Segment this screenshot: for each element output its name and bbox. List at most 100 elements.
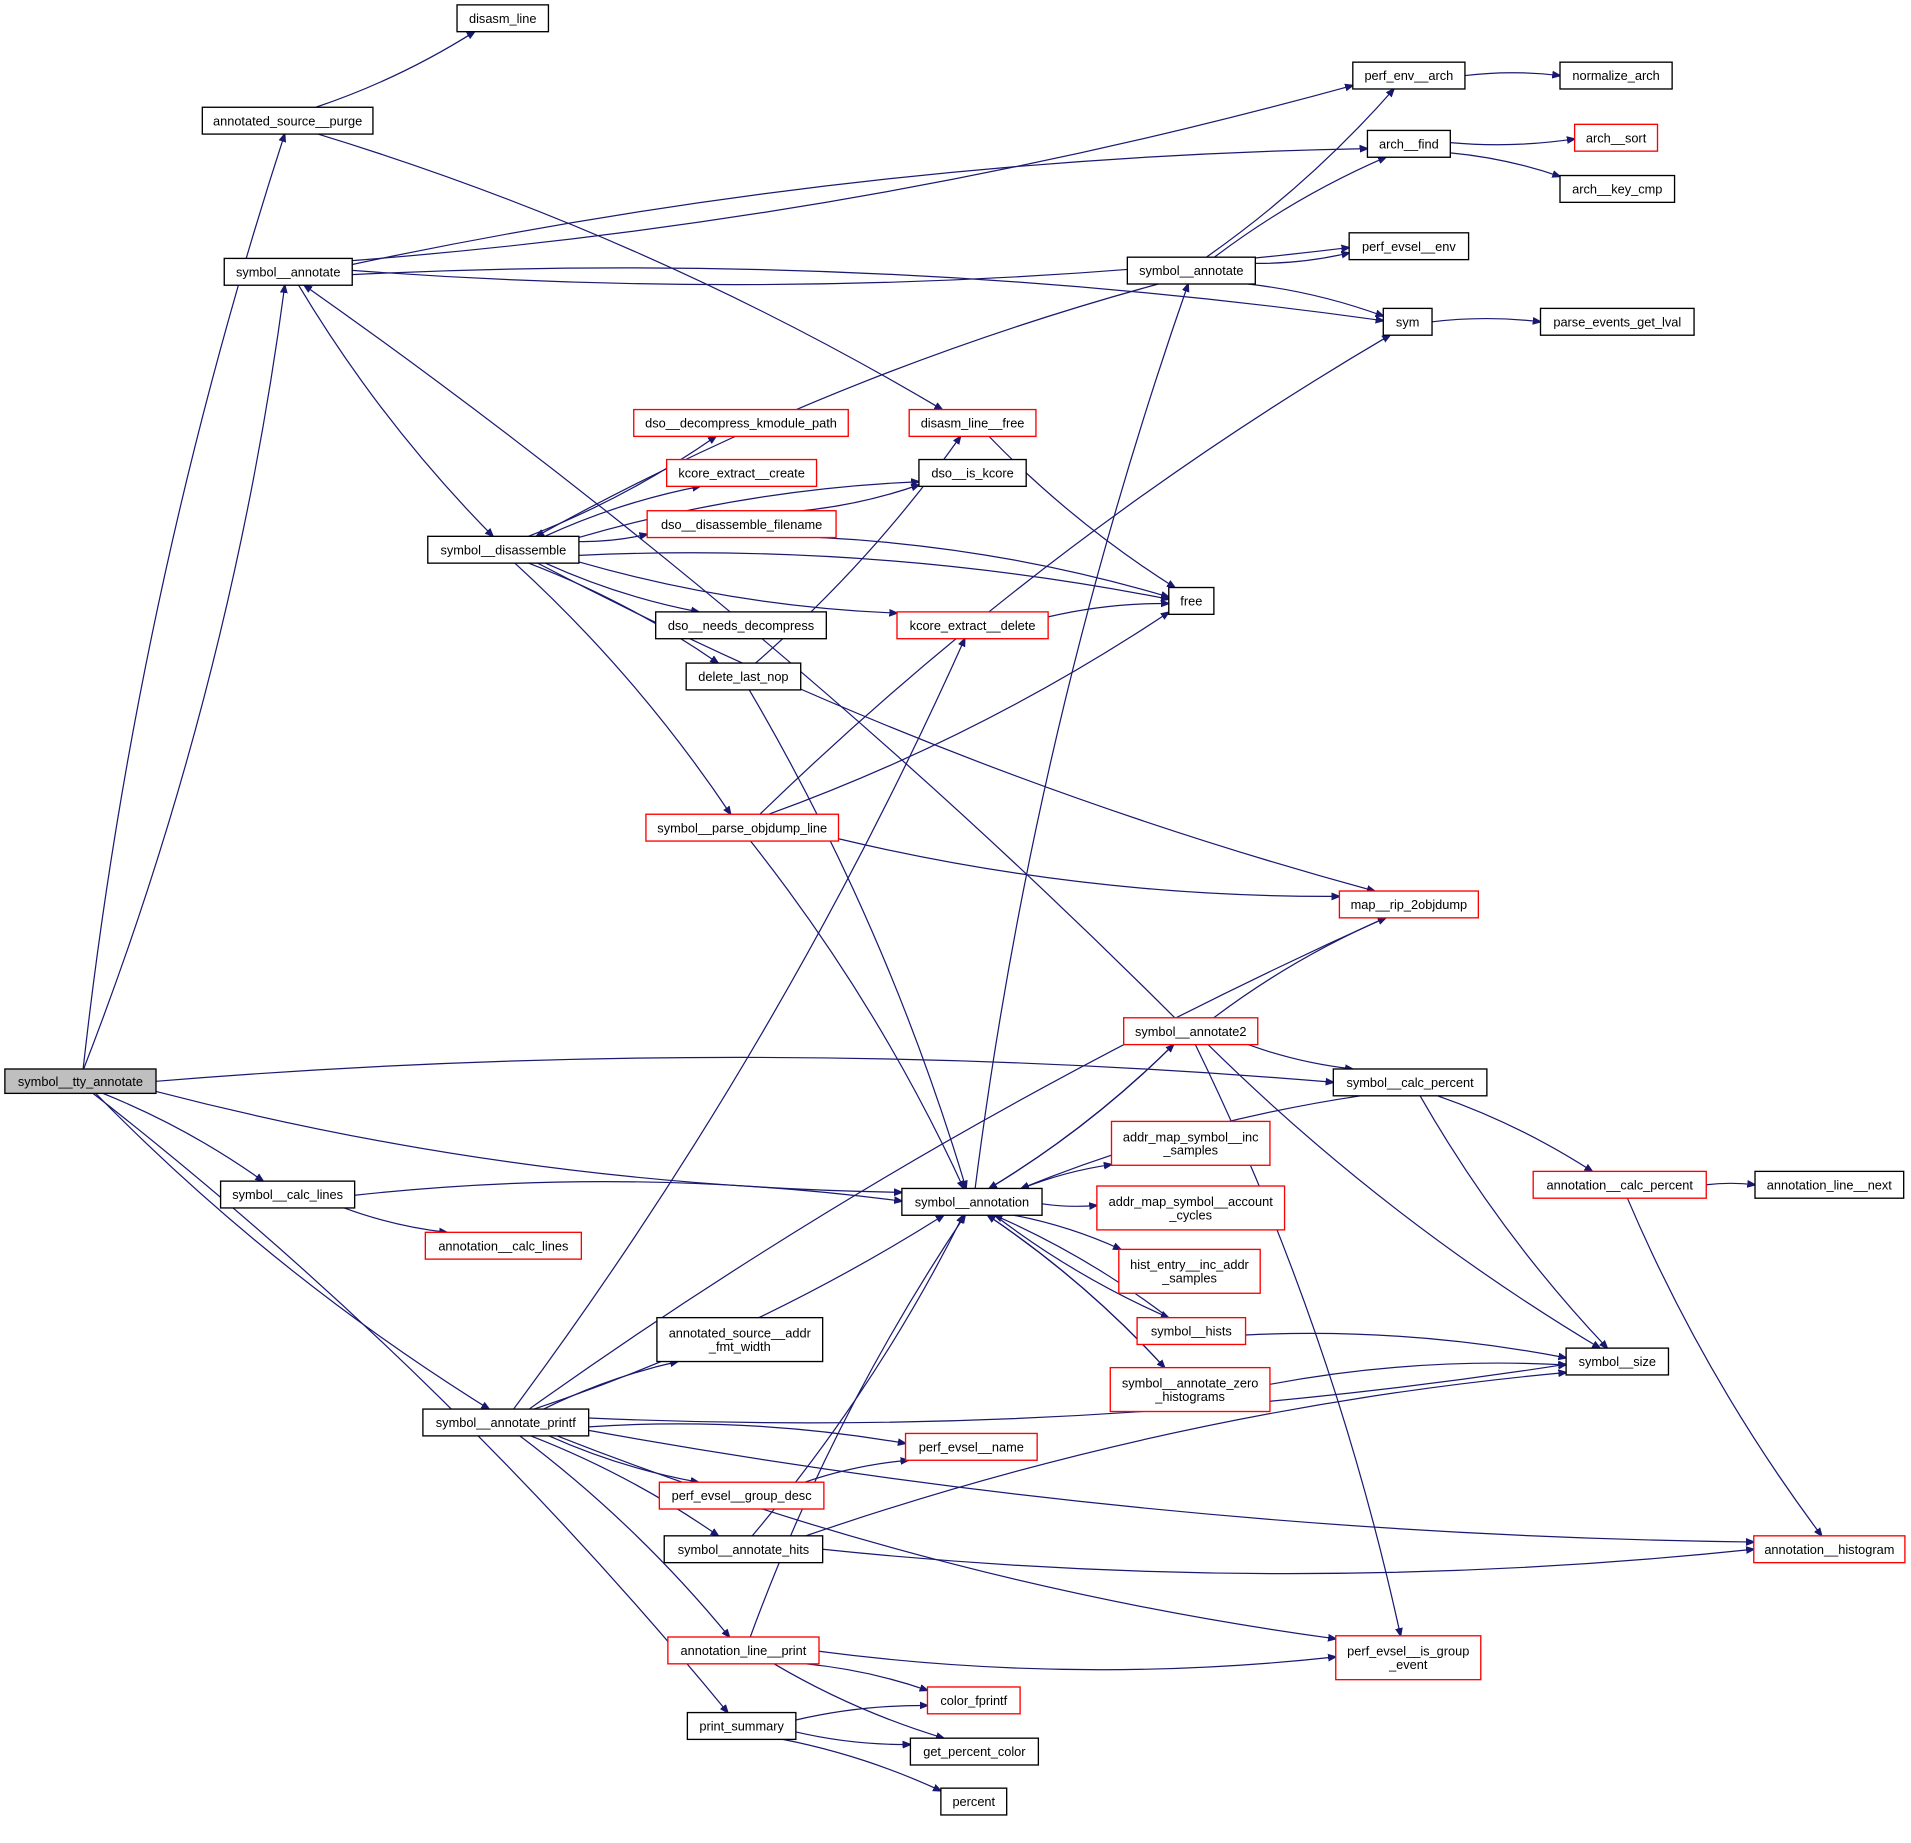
graph-node-print_summary[interactable]: print_summary	[686, 1711, 797, 1741]
graph-node-arch__find[interactable]: arch__find	[1366, 129, 1451, 158]
graph-node-free[interactable]: free	[1168, 586, 1215, 616]
call-edge-symbol__annotate-to-symbol__disassemble	[298, 284, 493, 536]
graph-node-perf_env__arch[interactable]: perf_env__arch	[1352, 61, 1466, 90]
node-label: arch__find	[1379, 136, 1439, 151]
graph-node-kcore_extract__create[interactable]: kcore_extract__create	[665, 458, 818, 488]
graph-node-annotated_source__purge[interactable]: annotated_source__purge	[201, 106, 374, 135]
call-edge-symbol__annotate_b-to-arch__find	[1213, 157, 1385, 258]
node-box	[424, 1231, 583, 1260]
graph-node-kcore_extract__delete[interactable]: kcore_extract__delete	[896, 611, 1049, 640]
graph-node-percent[interactable]: percent	[940, 1787, 1008, 1816]
graph-node-annotation_line__print[interactable]: annotation_line__print	[667, 1636, 820, 1665]
node-label: dso__needs_decompress	[668, 618, 814, 633]
graph-node-annotation_line__next[interactable]: annotation_line__next	[1754, 1170, 1905, 1199]
graph-node-perf_evsel__is_group_event[interactable]: perf_evsel__is_group_event	[1335, 1635, 1482, 1681]
graph-node-delete_last_nop[interactable]: delete_last_nop	[685, 662, 802, 691]
graph-node-symbol__annotate_printf[interactable]: symbol__annotate_printf	[422, 1408, 590, 1437]
call-edge-symbol__tty_annotate-to-symbol__calc_lines	[102, 1092, 263, 1181]
graph-node-disasm_line__free[interactable]: disasm_line__free	[908, 408, 1037, 438]
graph-node-map__rip_2objdump[interactable]: map__rip_2objdump	[1338, 890, 1480, 919]
graph-node-arch__key_cmp[interactable]: arch__key_cmp	[1559, 174, 1676, 204]
node-label: print_summary	[699, 1719, 784, 1734]
graph-node-dso__is_kcore[interactable]: dso__is_kcore	[918, 458, 1027, 488]
node-label: _samples	[1161, 1271, 1217, 1286]
node-box	[908, 408, 1037, 438]
call-edge-symbol__disassemble-to-delete_last_nop	[528, 562, 718, 663]
node-label: annotated_source__addr	[669, 1326, 812, 1341]
node-box	[1168, 586, 1215, 616]
graph-node-sym[interactable]: sym	[1382, 307, 1433, 336]
graph-node-parse_events_get_lval[interactable]: parse_events_get_lval	[1539, 307, 1695, 336]
node-label: addr_map_symbol__inc	[1123, 1129, 1259, 1144]
call-edge-delete_last_nop-to-symbol__annotation	[748, 689, 966, 1189]
graph-node-symbol__annotate_hits[interactable]: symbol__annotate_hits	[663, 1535, 824, 1564]
call-edge-annotation_line__print-to-perf_evsel__is_group_event	[818, 1650, 1336, 1671]
call-edge-annotation__calc_percent-to-annotation__histogram	[1626, 1197, 1821, 1536]
graph-node-get_percent_color[interactable]: get_percent_color	[909, 1737, 1040, 1766]
graph-node-color_fprintf[interactable]: color_fprintf	[926, 1686, 1021, 1715]
node-box	[904, 1432, 1038, 1461]
node-label: symbol__annotate2	[1135, 1024, 1247, 1039]
graph-node-dso__needs_decompress[interactable]: dso__needs_decompress	[655, 611, 827, 640]
call-edge-symbol__annotation-to-symbol__annotate2	[988, 1045, 1173, 1189]
graph-node-symbol__calc_lines[interactable]: symbol__calc_lines	[219, 1180, 356, 1209]
call-edge-symbol__calc_lines-to-annotation__calc_lines	[343, 1207, 447, 1232]
graph-node-symbol__annotate_zero_histograms[interactable]: symbol__annotate_zero_histograms	[1109, 1366, 1271, 1413]
node-box	[1118, 1248, 1261, 1294]
graph-node-dso__disassemble_filename[interactable]: dso__disassemble_filename	[646, 510, 837, 539]
call-edge-symbol__annotate_hits-to-symbol__size	[805, 1372, 1566, 1537]
node-label: _event	[1388, 1657, 1428, 1672]
node-box	[645, 813, 840, 842]
node-box	[1096, 1185, 1286, 1231]
node-box	[201, 106, 374, 135]
graph-node-perf_evsel__env[interactable]: perf_evsel__env	[1348, 232, 1470, 261]
node-label: free	[1180, 594, 1202, 609]
graph-node-annotation__histogram[interactable]: annotation__histogram	[1753, 1535, 1906, 1564]
graph-node-symbol__hists[interactable]: symbol__hists	[1136, 1316, 1247, 1346]
graph-node-arch__sort[interactable]: arch__sort	[1573, 123, 1659, 152]
node-label: dso__is_kcore	[931, 466, 1013, 481]
node-box	[918, 458, 1027, 488]
graph-node-symbol__annotation[interactable]: symbol__annotation	[901, 1187, 1043, 1216]
call-edge-kcore_extract__delete-to-free	[1047, 603, 1169, 618]
graph-node-symbol__tty_annotate[interactable]: symbol__tty_annotate	[4, 1068, 157, 1095]
graph-node-symbol__disassemble[interactable]: symbol__disassemble	[427, 535, 580, 564]
graph-node-annotation__calc_percent[interactable]: annotation__calc_percent	[1532, 1170, 1707, 1199]
graph-node-symbol__size[interactable]: symbol__size	[1565, 1347, 1670, 1376]
graph-node-addr_map_symbol__inc_samples[interactable]: addr_map_symbol__inc_samples	[1110, 1120, 1271, 1166]
graph-node-dso__decompress_kmodule_path[interactable]: dso__decompress_kmodule_path	[633, 408, 849, 438]
node-box	[1352, 61, 1466, 90]
call-edge-symbol__annotate_printf-to-map__rip_2objdump	[528, 918, 1385, 1410]
node-box	[1348, 232, 1470, 261]
graph-node-perf_evsel__group_desc[interactable]: perf_evsel__group_desc	[658, 1481, 825, 1510]
node-box	[633, 408, 849, 438]
node-label: map__rip_2objdump	[1351, 897, 1468, 912]
graph-node-disasm_line[interactable]: disasm_line	[456, 4, 550, 33]
graph-node-symbol__calc_percent[interactable]: symbol__calc_percent	[1332, 1068, 1488, 1097]
node-label: disasm_line	[469, 11, 536, 26]
nodes-layer: symbol__tty_annotate annotated_source__pu…	[4, 4, 1906, 1816]
graph-node-symbol__annotate2[interactable]: symbol__annotate2	[1123, 1017, 1259, 1046]
node-box	[4, 1068, 157, 1095]
graph-node-hist_entry__inc_addr_samples[interactable]: hist_entry__inc_addr_samples	[1118, 1248, 1261, 1294]
node-label: symbol__annotate	[1139, 263, 1243, 278]
graph-node-symbol__annotate[interactable]: symbol__annotate	[223, 257, 353, 286]
node-label: symbol__calc_lines	[232, 1187, 343, 1202]
call-edge-arch__find-to-arch__sort	[1450, 139, 1574, 146]
node-label: symbol__calc_percent	[1347, 1075, 1475, 1090]
graph-node-symbol__parse_objdump_line[interactable]: symbol__parse_objdump_line	[645, 813, 840, 842]
graph-node-symbol__annotate_b[interactable]: symbol__annotate	[1126, 256, 1256, 285]
call-edge-symbol__calc_lines-to-symbol__annotation	[354, 1180, 902, 1202]
call-edge-symbol__disassemble-to-map__rip_2objdump	[537, 562, 1375, 891]
call-edge-symbol__annotation-to-hist_entry__inc_addr_samples	[1013, 1214, 1121, 1249]
node-box	[685, 662, 802, 691]
graph-node-addr_map_symbol__account_cycles[interactable]: addr_map_symbol__account_cycles	[1096, 1185, 1286, 1231]
call-edge-symbol__annotate_printf-to-kcore_extract__delete	[513, 639, 965, 1410]
graph-node-normalize_arch[interactable]: normalize_arch	[1559, 61, 1673, 90]
call-edge-symbol__tty_annotate-to-symbol__annotation	[155, 1090, 902, 1192]
node-box	[427, 535, 580, 564]
graph-node-annotated_source__addr_fmt_width[interactable]: annotated_source__addr_fmt_width	[656, 1316, 824, 1363]
graph-node-annotation__calc_lines[interactable]: annotation__calc_lines	[424, 1231, 583, 1260]
graph-node-perf_evsel__name[interactable]: perf_evsel__name	[904, 1432, 1038, 1461]
